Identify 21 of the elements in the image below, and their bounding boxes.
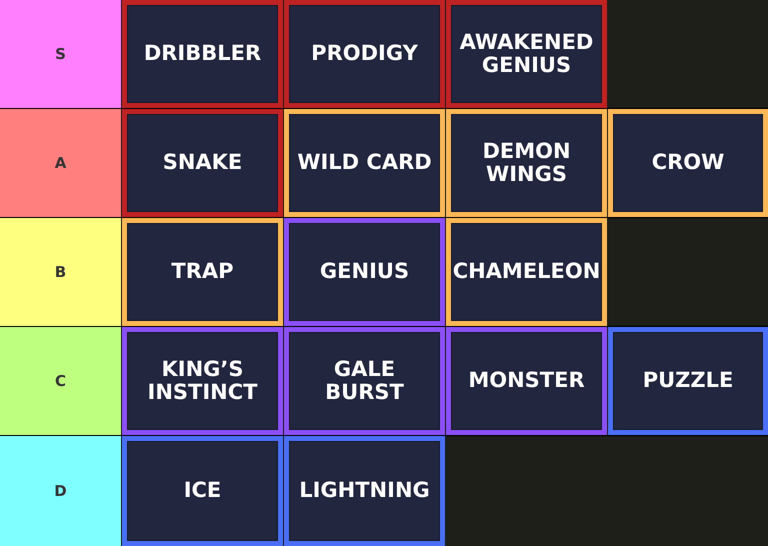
ability-card: CHAMELEON [446,218,607,326]
ability-card: TRAP [122,218,283,326]
tier-label: A [0,109,121,217]
ability-card: PRODIGY [284,0,445,108]
ability-card: CROW [608,109,768,217]
ability-card: AWAKENED GENIUS [446,0,607,108]
tier-label: D [0,436,121,546]
ability-card: LIGHTNING [284,436,445,546]
ability-card: GENIUS [284,218,445,326]
tier-label: C [0,327,121,435]
ability-card: PUZZLE [608,327,768,435]
ability-card: DRIBBLER [122,0,283,108]
ability-card: MONSTER [446,327,607,435]
ability-card: GALE BURST [284,327,445,435]
ability-card: SNAKE [122,109,283,217]
ability-card: KING’S INSTINCT [122,327,283,435]
ability-card: DEMON WINGS [446,109,607,217]
ability-card: ICE [122,436,283,546]
tier-label: B [0,218,121,326]
ability-card: WILD CARD [284,109,445,217]
tier-label: S [0,0,121,108]
